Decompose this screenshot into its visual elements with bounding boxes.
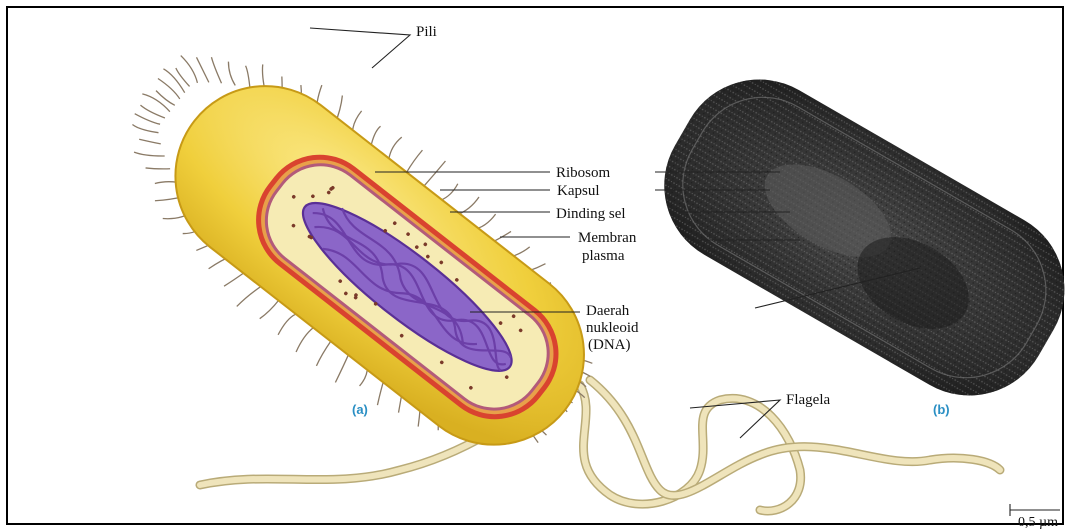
- label-dna: (DNA): [588, 337, 631, 353]
- pilus-hair: [155, 182, 177, 184]
- pilus-hair: [260, 300, 279, 319]
- pilus-hair: [335, 353, 349, 383]
- pilus-hair: [146, 168, 171, 169]
- label-kapsul: Kapsul: [557, 183, 600, 199]
- pilus-hair: [424, 161, 445, 186]
- pilus-hair: [132, 125, 158, 133]
- pilus-hair: [371, 126, 381, 147]
- pilus-hair: [237, 285, 263, 306]
- pilus-hair: [278, 314, 296, 335]
- pilus-hair: [156, 91, 175, 106]
- panel-label-a: (a): [352, 402, 368, 417]
- label-daerah: Daerah: [586, 303, 630, 319]
- label-flagela: Flagela: [786, 392, 830, 408]
- pilus-hair: [316, 341, 331, 366]
- label-membran: Membran: [578, 230, 637, 246]
- electron-micrograph: [635, 50, 1070, 425]
- scale-bar-label: 0,5 µm: [1018, 515, 1058, 530]
- label-dinding-sel: Dinding sel: [556, 206, 626, 222]
- pilus-hair: [134, 152, 165, 156]
- pilus-hair: [407, 150, 423, 172]
- panel-label-b: (b): [933, 402, 950, 417]
- pilus-hair: [176, 68, 190, 86]
- pilus-hair: [211, 57, 221, 83]
- pilus-hair: [228, 62, 235, 86]
- pilus-hair: [246, 66, 250, 89]
- pilus-hair: [296, 328, 313, 352]
- label-ribosom: Ribosom: [556, 165, 611, 181]
- flagella: [200, 378, 1000, 511]
- pilus-hair: [140, 105, 164, 118]
- pilus-hair: [163, 69, 184, 93]
- pilus-hair: [441, 184, 458, 200]
- label-nukleoid: nukleoid: [586, 320, 639, 336]
- bacterium-cell: [139, 50, 620, 481]
- pilus-hair: [139, 139, 161, 144]
- pilus-hair: [135, 114, 160, 125]
- pilus-hair: [196, 57, 208, 82]
- label-pili: Pili: [416, 24, 437, 40]
- label-plasma: plasma: [582, 248, 625, 264]
- pilus-hair: [389, 137, 402, 159]
